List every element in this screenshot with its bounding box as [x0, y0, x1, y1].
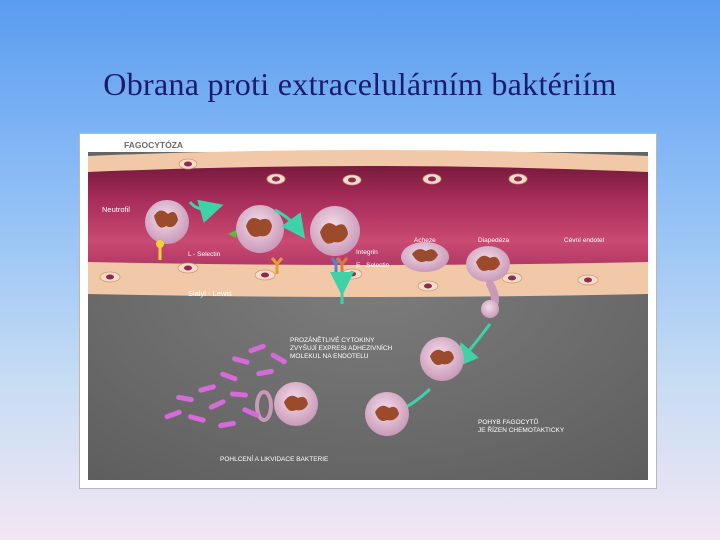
label-sialyl-lewis: Sialyl - Lewis	[188, 289, 232, 298]
label-integrin: Integrin	[356, 249, 378, 256]
label-pohlceni: POHLCENÍ A LIKVIDACE BAKTERIE	[220, 454, 329, 463]
migrating-neutrophil-2	[365, 392, 409, 436]
adhering-neutrophil	[401, 242, 449, 272]
binding-neutrophil	[310, 206, 360, 256]
migrating-neutrophil-1	[420, 337, 464, 381]
label-l-selectin: L - Selectin	[188, 251, 221, 258]
cytokiny-line-2: ZVYŠUJÍ EXPRESI ADHEZIVNÍCH	[290, 343, 393, 352]
label-acheze: Acheze	[414, 237, 436, 244]
label-e-selectin: E - Selectin	[356, 262, 390, 269]
phagocytosis-diagram: FAGOCYTÓZA	[80, 134, 656, 488]
diapedesis-neutrophil	[466, 246, 510, 282]
cytokiny-line-1: PROZÁNĚTLIVÉ CYTOKINY	[290, 335, 375, 344]
label-neutrofil: Neutrofil	[102, 205, 130, 214]
phagocytosis-figure: FAGOCYTÓZA	[79, 133, 657, 489]
label-cevni-endotel: Cévní endotel	[564, 237, 605, 244]
transmigrating-cell	[481, 300, 499, 318]
label-diapedeza: Diapedéza	[478, 237, 509, 244]
pohyb-line-1: POHYB FAGOCYTŮ	[478, 417, 539, 426]
figure-heading: FAGOCYTÓZA	[124, 139, 183, 150]
cytokiny-line-3: MOLEKUL NA ENDOTELU	[290, 353, 369, 360]
neutrophil-cell	[145, 200, 189, 244]
pohyb-line-2: JE ŘÍZEN CHEMOTAKTICKY	[478, 425, 565, 434]
slide-title: Obrana proti extracelulárním baktériím	[0, 66, 720, 103]
